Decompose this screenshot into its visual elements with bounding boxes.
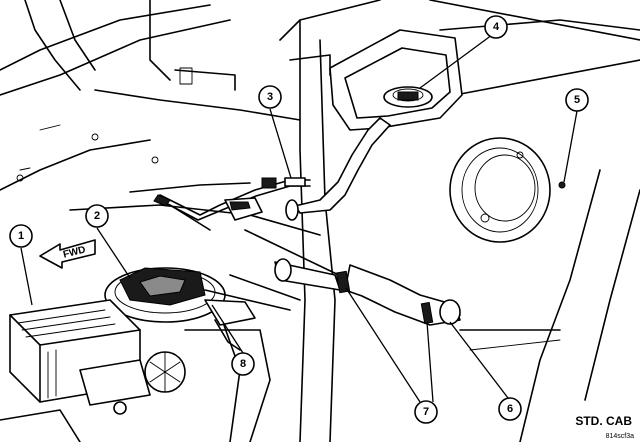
fuel-pump-module (104, 267, 291, 323)
callout-5: 5 (565, 88, 589, 112)
callout-1-label: 1 (18, 230, 24, 242)
callout-2-label: 2 (94, 210, 100, 222)
fuel-fill-door (449, 137, 566, 243)
fuel-tank-strap (204, 299, 256, 351)
callout-7: 7 (414, 400, 438, 424)
callout-3-label: 3 (267, 91, 273, 103)
callout-1: 1 (9, 224, 33, 248)
view-caption: STD. CAB (575, 414, 632, 428)
callout-6: 6 (498, 397, 522, 421)
callout-4: 4 (484, 15, 508, 39)
callout-3: 3 (258, 85, 282, 109)
callouts: 1 2 3 4 5 6 7 8 (9, 15, 589, 424)
callout-2: 2 (85, 204, 109, 228)
callout-4-label: 4 (493, 21, 500, 33)
callout-8: 8 (231, 352, 255, 376)
evap-canister (9, 299, 186, 415)
fuel-lines (129, 177, 311, 221)
callout-5-label: 5 (574, 94, 580, 106)
illustration-id: 814scf3a (605, 433, 634, 440)
callout-6-label: 6 (507, 403, 513, 415)
callout-8-label: 8 (240, 358, 246, 370)
fuel-fill-hose (274, 117, 461, 326)
forward-direction-label: FWD (62, 244, 87, 260)
fuel-filler-housing (329, 29, 463, 131)
callout-leaders (20, 31, 578, 403)
callout-7-label: 7 (423, 406, 429, 418)
forward-arrow: FWD (39, 239, 96, 269)
